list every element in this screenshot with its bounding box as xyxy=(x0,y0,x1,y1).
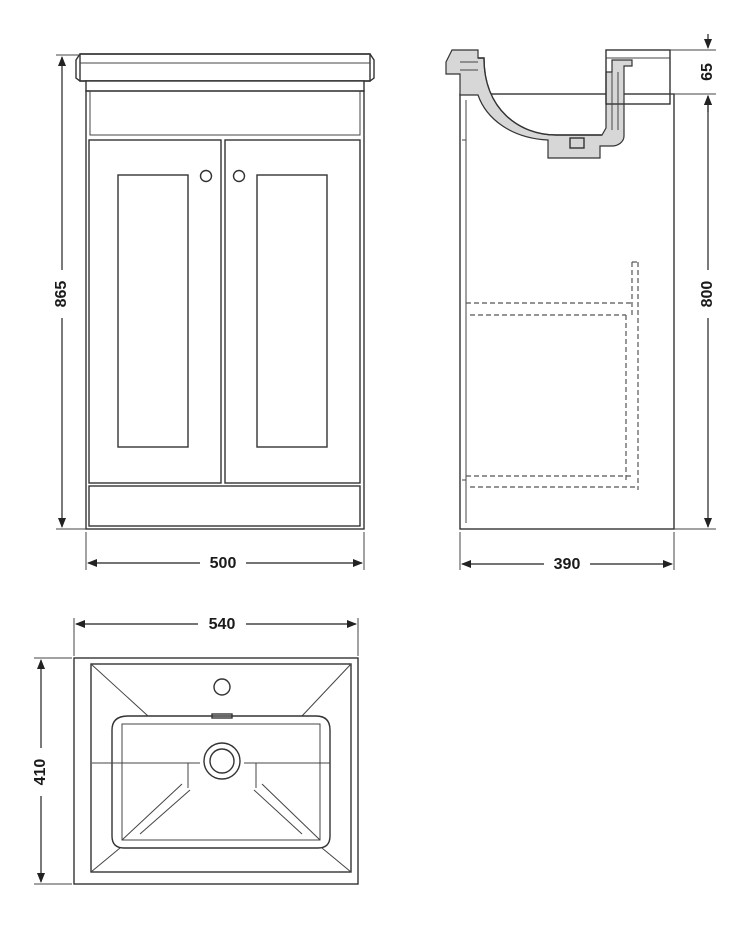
front-right-door xyxy=(224,139,361,484)
front-width-label: 500 xyxy=(210,555,237,572)
front-basin-top xyxy=(75,53,375,92)
top-waste-outlet xyxy=(203,742,241,780)
top-basin-outline xyxy=(73,657,359,885)
front-left-door xyxy=(88,139,222,484)
side-height-label: 800 xyxy=(699,281,716,308)
dimension-height-800: 800 xyxy=(674,95,716,530)
dimension-depth-390: 390 xyxy=(459,532,675,573)
top-basin-bowl xyxy=(92,713,331,849)
side-view xyxy=(445,49,675,530)
top-width-label: 540 xyxy=(209,616,236,633)
front-cabinet-body xyxy=(85,90,365,530)
dimension-height-865: 865 xyxy=(53,54,86,530)
side-basin-section xyxy=(445,49,671,159)
side-depth-label: 390 xyxy=(554,556,581,573)
dimension-width-500: 500 xyxy=(85,532,365,572)
dimension-depth-410: 410 xyxy=(32,657,72,885)
dimension-top-65: 65 xyxy=(670,34,716,112)
top-depth-label: 410 xyxy=(32,759,49,786)
right-door-knob xyxy=(232,169,246,183)
front-view xyxy=(75,53,375,530)
side-cabinet-body xyxy=(459,93,675,530)
side-hidden-drawer xyxy=(466,261,639,490)
front-plinth xyxy=(88,485,361,527)
side-top-label: 65 xyxy=(699,63,716,81)
front-height-label: 865 xyxy=(53,281,70,308)
dimension-width-540: 540 xyxy=(73,616,359,656)
top-tap-hole xyxy=(213,678,231,696)
top-view xyxy=(73,657,359,885)
left-door-knob xyxy=(199,169,213,183)
